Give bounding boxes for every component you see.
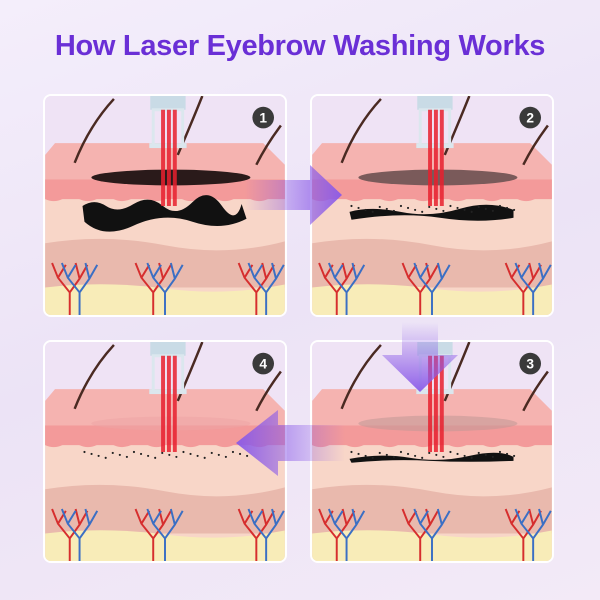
step-number: 1 xyxy=(259,111,267,126)
step-1-panel: 1 xyxy=(43,94,287,317)
page-title: How Laser Eyebrow Washing Works xyxy=(54,30,546,62)
laser-beam xyxy=(428,109,444,206)
step-2-panel: 2 xyxy=(310,94,554,317)
ink-deposit xyxy=(349,452,514,463)
laser-beam xyxy=(161,109,177,206)
step-number: 3 xyxy=(526,357,534,372)
step-number: 2 xyxy=(526,111,534,126)
step-number: 4 xyxy=(259,357,267,372)
step-4-panel: 4 xyxy=(43,340,287,563)
laser-beam xyxy=(161,355,177,452)
laser-beam xyxy=(428,355,444,452)
ink-deposit xyxy=(82,195,247,232)
step-3-panel: 3 xyxy=(310,340,554,563)
ink-deposit xyxy=(349,204,514,221)
